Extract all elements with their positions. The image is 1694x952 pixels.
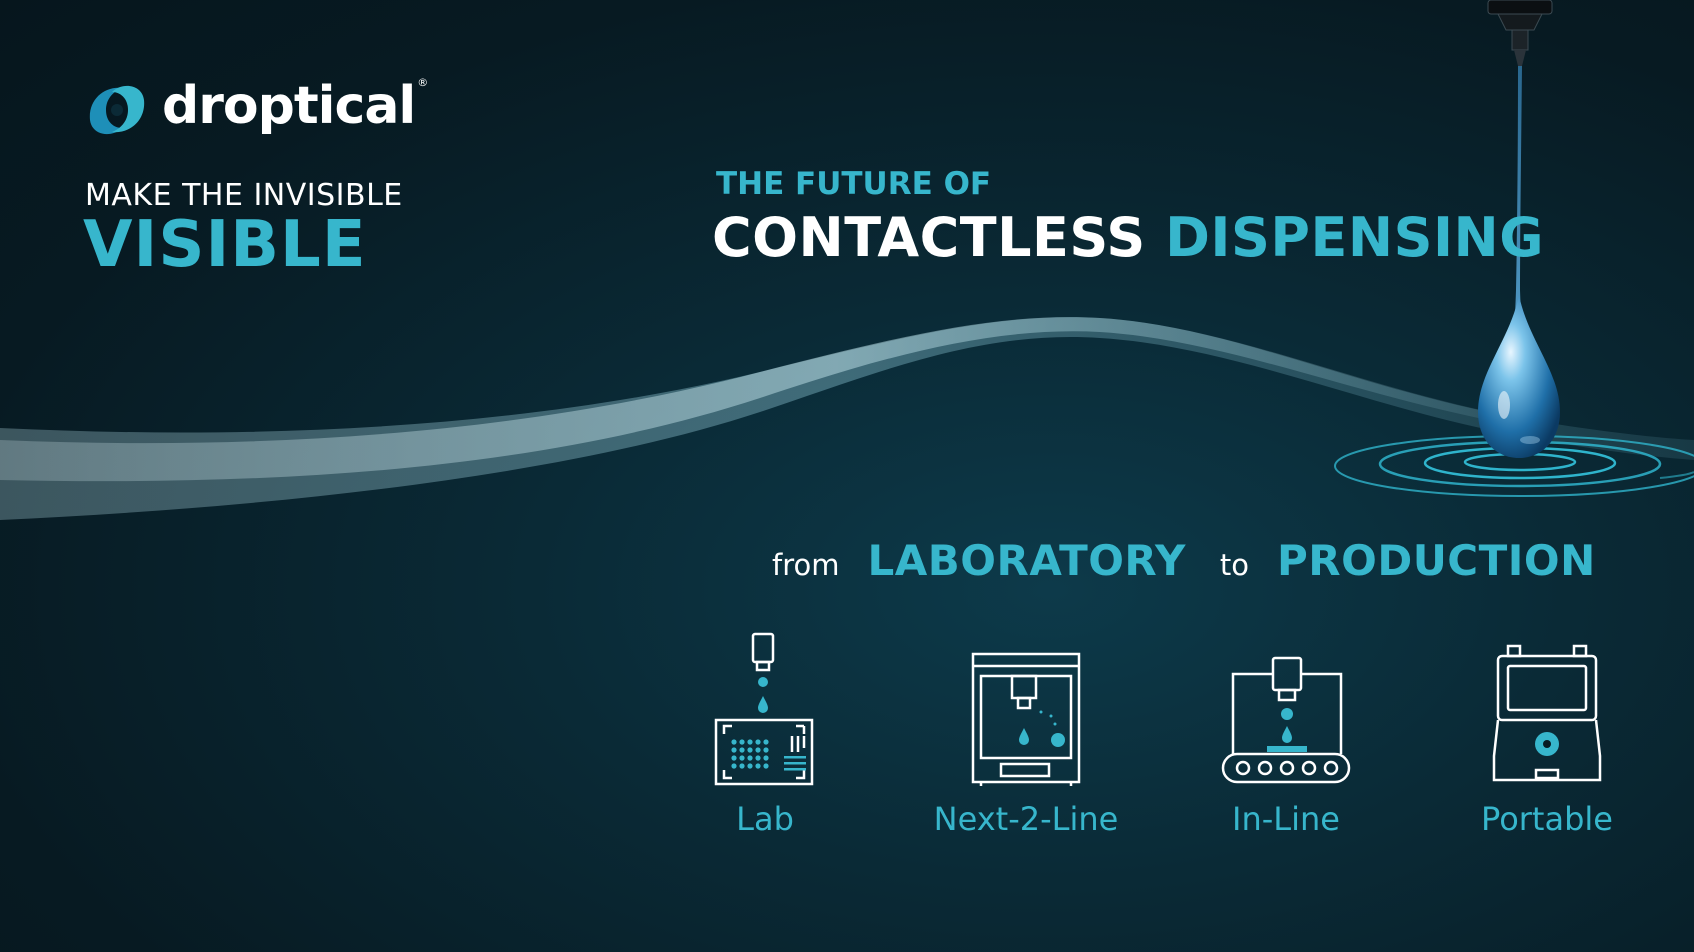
laboratory-label: LABORATORY <box>867 536 1186 585</box>
water-drop-icon <box>1478 66 1560 458</box>
product-label-portable: Portable <box>1481 800 1613 838</box>
headline-kicker: THE FUTURE OF <box>716 166 992 202</box>
dispenser-nozzle-icon <box>1487 0 1553 66</box>
tagline-line-2: VISIBLE <box>83 208 367 282</box>
brand-name: droptical <box>162 76 416 136</box>
product-label-lab: Lab <box>736 800 794 838</box>
product-label-next-2-line: Next-2-Line <box>933 800 1119 838</box>
portable-case-icon <box>1492 644 1602 782</box>
registered-mark: ® <box>417 76 429 89</box>
production-label: PRODUCTION <box>1277 536 1596 585</box>
benchtop-cabinet-icon <box>971 652 1081 786</box>
headline-word-dispensing: DISPENSING <box>1165 206 1545 269</box>
product-label-in-line: In-Line <box>1232 800 1340 838</box>
from-label: from <box>772 548 840 582</box>
headline-title: CONTACTLESS DISPENSING <box>712 206 1544 269</box>
to-label: to <box>1219 548 1250 582</box>
conveyor-line-icon <box>1221 656 1351 784</box>
range-subline: from LABORATORY to PRODUCTION <box>772 536 1596 585</box>
product-portable[interactable]: Portable <box>1447 644 1647 838</box>
brand-logo: droptical ® <box>82 76 429 142</box>
tagline-line-1: MAKE THE INVISIBLE <box>85 178 403 213</box>
product-next-2-line[interactable]: Next-2-Line <box>926 652 1126 838</box>
product-in-line[interactable]: In-Line <box>1186 654 1386 838</box>
product-lab[interactable]: Lab <box>665 630 865 838</box>
droptical-swirl-icon <box>89 85 145 135</box>
wave-ribbon <box>0 317 1694 520</box>
headline-word-contactless: CONTACTLESS <box>712 206 1146 269</box>
lab-dispenser-icon <box>714 632 814 786</box>
